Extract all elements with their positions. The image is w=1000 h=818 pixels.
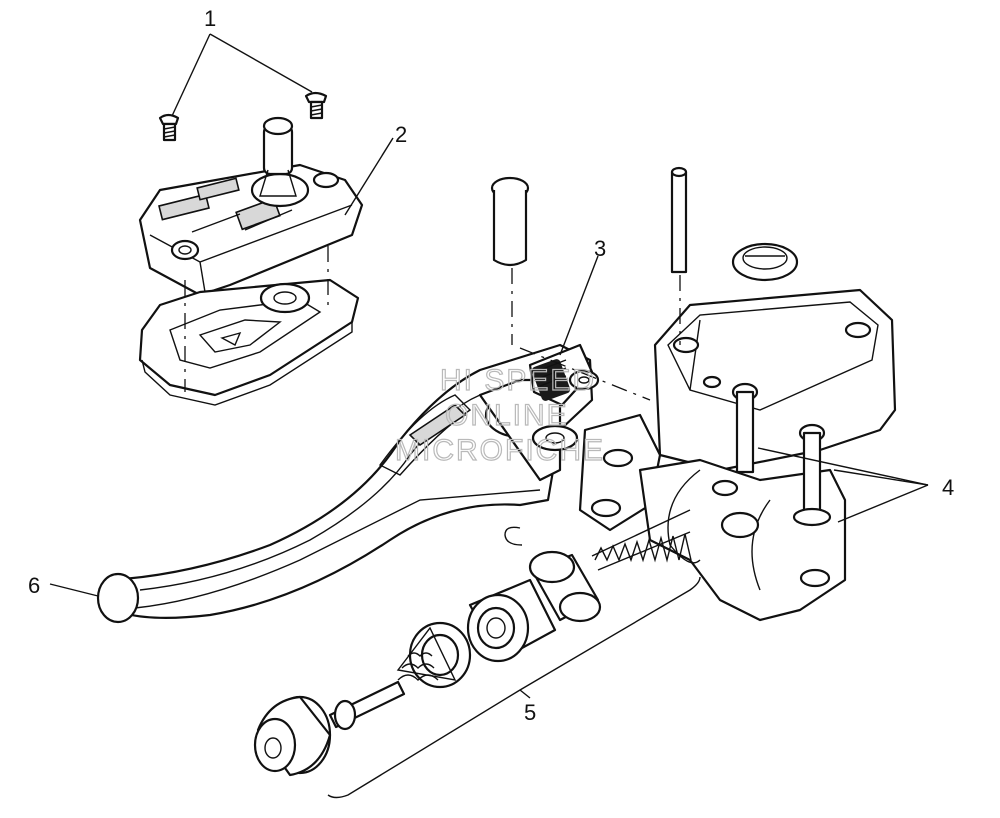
watermark: HI SPEED ONLINE MICROFICHE	[394, 363, 605, 467]
lever-end-cap	[253, 695, 332, 777]
watermark-line1: HI SPEED	[440, 364, 596, 397]
callout-4: 4	[942, 475, 954, 500]
reservoir-diaphragm	[138, 278, 360, 406]
cover-nipple	[259, 116, 297, 197]
dust-boot	[396, 621, 472, 689]
pushrod-pin	[670, 166, 688, 274]
callout-3: 3	[594, 236, 606, 261]
reservoir-cap	[731, 242, 799, 282]
adjuster-knob	[528, 343, 600, 452]
pivot-bolt	[490, 176, 530, 267]
watermark-line2: ONLINE	[445, 399, 569, 432]
clamp-bolt-upper	[731, 382, 759, 474]
screw-left	[158, 113, 180, 142]
screw-right	[304, 91, 328, 120]
piston	[466, 550, 602, 663]
reservoir-cover	[138, 163, 364, 297]
leader-lines	[49, 33, 929, 799]
clamp-bolt-lower	[792, 423, 832, 527]
brake-lever	[96, 343, 594, 624]
callout-1: 1	[204, 6, 216, 31]
circlip	[504, 526, 523, 546]
piston-spring	[591, 509, 692, 571]
callout-6: 6	[28, 573, 40, 598]
callout-2: 2	[395, 122, 407, 147]
master-cylinder-body	[578, 288, 897, 622]
callout-5: 5	[524, 700, 536, 725]
watermark-line3: MICROFICHE	[395, 434, 605, 467]
